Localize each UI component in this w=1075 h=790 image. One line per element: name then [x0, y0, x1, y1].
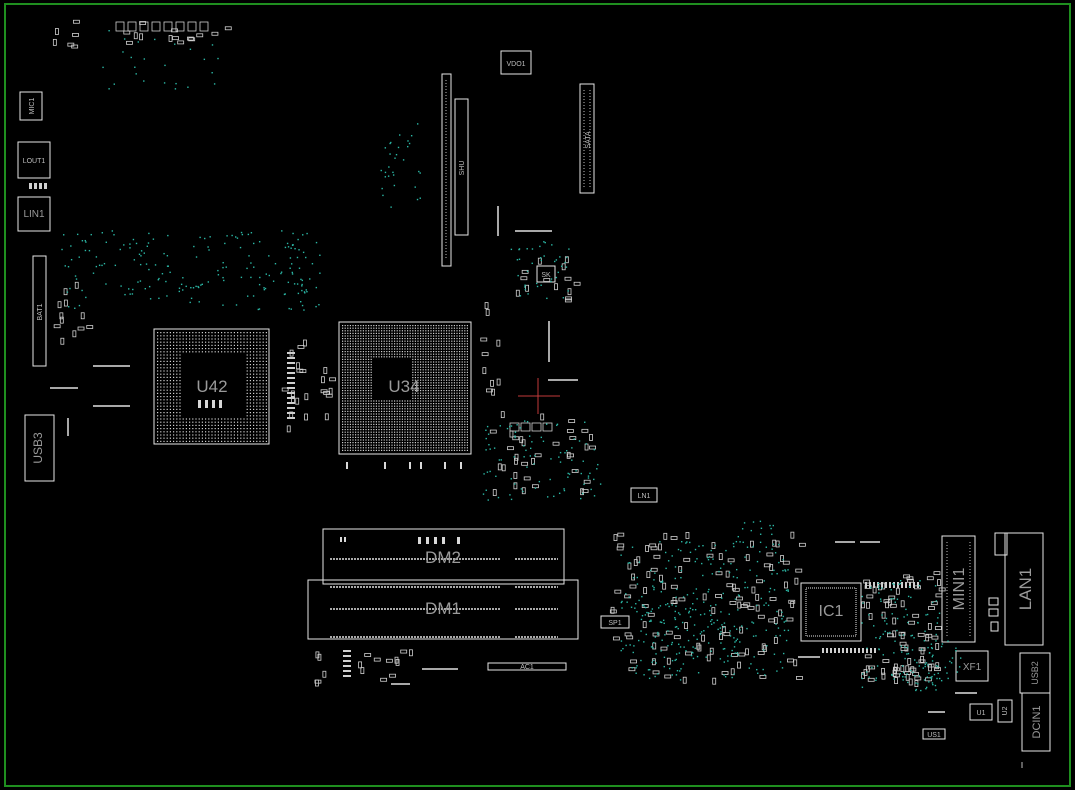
board-outline [4, 3, 1071, 787]
dcin1-label: DCIN1 [1031, 705, 1043, 738]
part-ac1[interactable]: AC1 [487, 662, 567, 671]
u42-label: U42 [196, 377, 227, 396]
connector-lan1[interactable]: LAN1 [988, 532, 1044, 646]
usb3-label: USB3 [31, 432, 45, 464]
u42-ball-grid [157, 332, 267, 442]
connector-vdo1[interactable]: VDO1 [500, 50, 532, 75]
chip-u42[interactable]: U42 [153, 328, 270, 445]
usb2-label: USB2 [1030, 661, 1040, 685]
bat1-label: BAT1 [37, 303, 44, 320]
sk-label: SK [541, 272, 551, 279]
chip-u1[interactable]: U1 [969, 703, 993, 721]
connector-usb2[interactable]: USB2 [1019, 652, 1051, 694]
u1-label: U1 [977, 710, 986, 717]
lin1-label: LIN1 [23, 209, 45, 220]
lan1-label: LAN1 [1016, 568, 1035, 611]
chip-u34[interactable]: U34 [338, 321, 472, 469]
chip-ic1[interactable]: IC1 [800, 582, 862, 642]
crosshair-cursor [518, 378, 560, 414]
mic1-label: MIC1 [29, 98, 36, 115]
jack-lout1[interactable]: LOUT1 [17, 141, 51, 179]
part-sk[interactable]: SK [536, 265, 556, 283]
connector-shu[interactable]: SHU [441, 73, 469, 267]
dm2-label: DM2 [425, 548, 461, 567]
u34-label: U34 [388, 377, 419, 396]
ic1-label: IC1 [819, 603, 844, 620]
us1-label: US1 [927, 732, 941, 739]
connector-bat1[interactable]: BAT1 [32, 255, 47, 367]
ac1-label: AC1 [520, 664, 534, 671]
vdo1-label: VDO1 [506, 61, 525, 68]
chip-u2[interactable]: U2 [997, 699, 1013, 723]
xf1-label: XF1 [963, 662, 982, 673]
ln1-label: LN1 [638, 493, 651, 500]
part-sp1[interactable]: SP1 [600, 615, 630, 629]
connector-dcin1[interactable]: DCIN1 [1021, 692, 1051, 768]
u34-ball-grid [342, 325, 468, 451]
u34-bottom-pads [346, 462, 462, 469]
part-ln1[interactable]: LN1 [630, 487, 658, 503]
connector-mini1[interactable]: MINI1 [941, 535, 976, 643]
jack-lin1[interactable]: LIN1 [17, 196, 51, 232]
sp1-label: SP1 [608, 620, 621, 627]
fuse-xf1[interactable]: XF1 [955, 650, 989, 682]
lout1-label: LOUT1 [23, 158, 46, 165]
shu-label: SHU [459, 161, 466, 176]
u42-center-pads [198, 400, 222, 408]
sata-label: SATA [585, 131, 592, 149]
dm1-label: DM1 [425, 599, 461, 618]
jack-mic1[interactable]: MIC1 [19, 91, 43, 121]
part-us1[interactable]: US1 [922, 728, 946, 740]
dimm-dm2[interactable]: DM2 [322, 528, 565, 585]
dimm-dm1[interactable]: DM1 [307, 579, 579, 640]
connector-sata[interactable]: SATA [579, 83, 595, 194]
via-field [61, 30, 962, 692]
connector-usb3[interactable]: USB3 [24, 414, 55, 482]
u2-label: U2 [1002, 706, 1009, 715]
mini1-label: MINI1 [951, 568, 968, 611]
